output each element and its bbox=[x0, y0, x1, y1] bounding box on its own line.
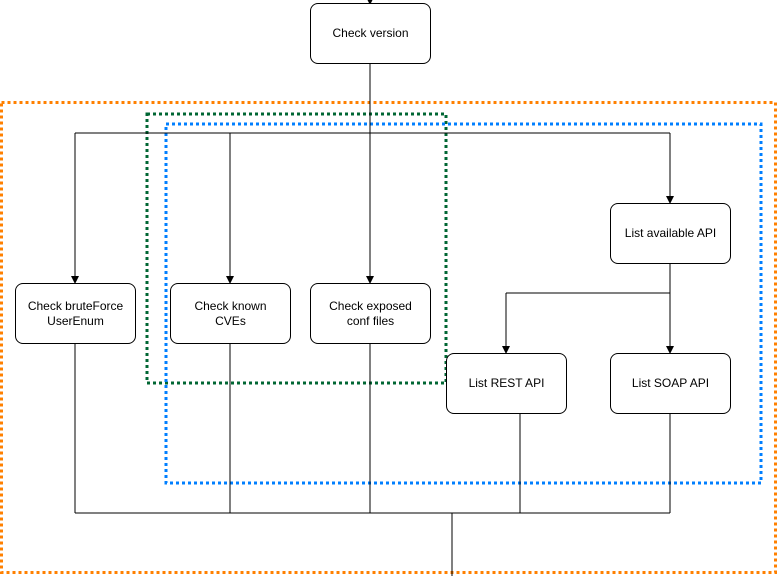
check-bruteforce-node[interactable]: Check bruteForce UserEnum bbox=[15, 283, 136, 344]
check-cves-node[interactable]: Check known CVEs bbox=[170, 283, 291, 344]
list-available-api-node[interactable]: List available API bbox=[610, 203, 731, 264]
check-version-node[interactable]: Check version bbox=[310, 3, 431, 64]
list-soap-api-node[interactable]: List SOAP API bbox=[610, 353, 731, 414]
green-group-boundary bbox=[145, 112, 448, 385]
blue-group-boundary bbox=[164, 122, 763, 485]
list-rest-api-node[interactable]: List REST API bbox=[446, 353, 567, 414]
check-conf-node[interactable]: Check exposed conf files bbox=[310, 283, 431, 344]
orange-group-boundary bbox=[0, 101, 777, 574]
